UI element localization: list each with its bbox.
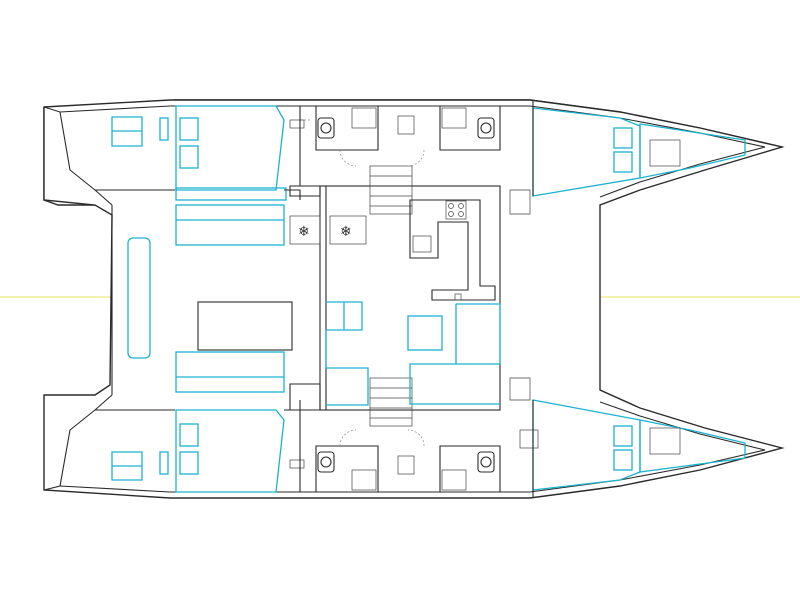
sink-icon bbox=[412, 235, 432, 253]
head-starboard-fwd bbox=[439, 445, 501, 493]
pillow bbox=[613, 127, 633, 149]
aft-starboard-panel bbox=[159, 451, 169, 475]
cockpit-table bbox=[197, 301, 293, 351]
cockpit-aft-starboard bbox=[43, 409, 96, 491]
toilet-icon bbox=[317, 451, 335, 473]
toilet-icon bbox=[477, 117, 495, 139]
saloon-chart-table bbox=[409, 303, 501, 405]
toilet-bowl bbox=[480, 122, 492, 134]
starboard-hull-inner bbox=[59, 401, 766, 493]
burner bbox=[448, 211, 454, 217]
fwd-starboard-side bbox=[509, 377, 531, 401]
toilet-icon bbox=[317, 117, 335, 139]
hatch bbox=[649, 427, 681, 455]
cabin-floor-port bbox=[284, 189, 301, 200]
fridge-port bbox=[289, 215, 321, 245]
pillow bbox=[613, 449, 633, 471]
aft-bench bbox=[127, 237, 151, 359]
hatch bbox=[519, 429, 539, 449]
pillow bbox=[613, 151, 633, 173]
pillow bbox=[179, 423, 199, 447]
aft-cabin-starboard-bed bbox=[175, 409, 285, 493]
fridge-center bbox=[329, 215, 367, 245]
stove-icon bbox=[445, 200, 467, 220]
head-port-aft bbox=[315, 105, 379, 151]
galley-counter bbox=[409, 199, 496, 301]
saloon-settee bbox=[325, 301, 369, 406]
snowflake-icon: ❄ bbox=[340, 224, 352, 240]
aft-cabin-port-bed bbox=[175, 105, 285, 191]
aft-cabin-port-wardrobe bbox=[111, 116, 143, 147]
shower-port-aft bbox=[351, 107, 377, 129]
burner bbox=[458, 203, 464, 209]
vanity-port bbox=[397, 115, 415, 135]
fwd-starboard-locker bbox=[639, 419, 746, 473]
companionway-starboard bbox=[369, 377, 413, 427]
aft-port-panel bbox=[159, 117, 169, 141]
hull-main-outline bbox=[43, 99, 785, 499]
toilet-bowl bbox=[320, 456, 332, 468]
cockpit-bench-port bbox=[175, 204, 285, 246]
bulkhead-port bbox=[299, 100, 534, 196]
toilet-icon bbox=[477, 451, 495, 473]
cockpit-bench-aft-port bbox=[175, 187, 287, 201]
pillow bbox=[179, 117, 199, 141]
vanity-starboard bbox=[397, 455, 415, 475]
door-swing bbox=[339, 429, 425, 447]
toilet-bowl bbox=[320, 122, 332, 134]
aft-cabin-starboard-wardrobe bbox=[111, 451, 143, 481]
snowflake-icon: ❄ bbox=[298, 224, 310, 240]
shower-starboard-fwd bbox=[441, 469, 467, 491]
hatch bbox=[649, 139, 681, 167]
burner bbox=[458, 211, 464, 217]
head-port-fwd bbox=[439, 105, 501, 151]
shower-port-fwd bbox=[441, 107, 467, 129]
fwd-port-side bbox=[509, 189, 531, 215]
pillow bbox=[179, 145, 199, 169]
shelf bbox=[289, 119, 305, 129]
cockpit-bench-starboard bbox=[175, 351, 285, 393]
companionway-port bbox=[369, 165, 413, 215]
pillow bbox=[613, 425, 633, 447]
shower-starboard-aft bbox=[351, 469, 377, 491]
saloon-table bbox=[407, 315, 443, 351]
bulkhead-starboard bbox=[299, 400, 534, 498]
burner bbox=[448, 203, 454, 209]
cockpit-steps bbox=[289, 185, 321, 411]
head-starboard-aft bbox=[315, 445, 379, 493]
galley-square-fitting bbox=[454, 293, 462, 301]
shelf bbox=[289, 459, 305, 469]
cockpit-aft-port bbox=[43, 106, 96, 191]
cabin-floor-starboard bbox=[284, 400, 301, 411]
fwd-port-locker bbox=[639, 123, 746, 179]
toilet-bowl bbox=[480, 456, 492, 468]
cockpit-outline bbox=[94, 189, 175, 411]
pillow bbox=[179, 451, 199, 475]
